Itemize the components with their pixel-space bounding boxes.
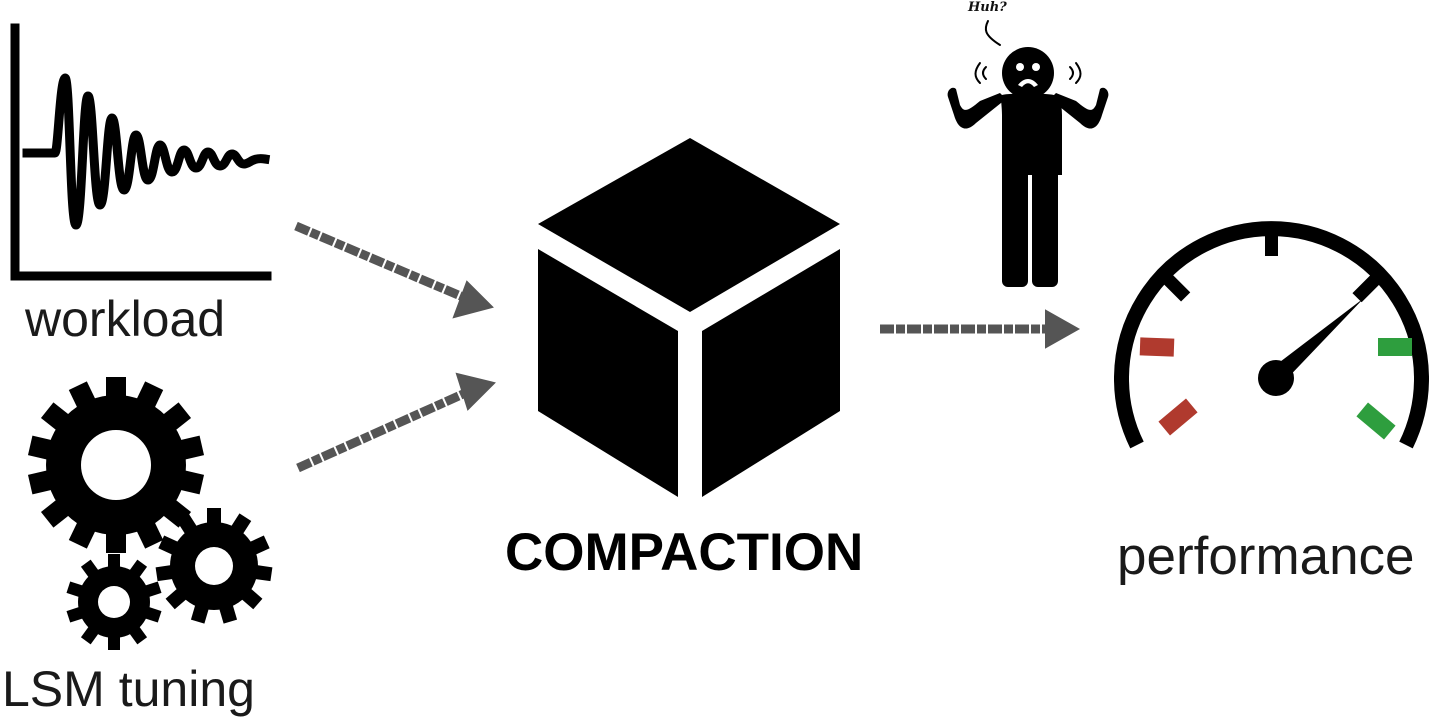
- small-gear-icon: [66, 554, 162, 650]
- speech-text: Huh?: [968, 0, 1007, 15]
- arrow-icon: [880, 309, 1081, 349]
- speedometer-icon: [1114, 221, 1429, 449]
- performance-label: performance: [1117, 527, 1415, 586]
- large-gear-icon: [27, 377, 205, 553]
- compaction-label: COMPACTION: [505, 523, 864, 582]
- tuning-label: LSM tuning: [2, 661, 255, 717]
- confused-person-icon: [947, 20, 1109, 287]
- workload-chart-icon: [10, 23, 272, 281]
- medium-gear-icon: [155, 508, 273, 624]
- arrow-icon: [296, 372, 496, 473]
- workload-label: workload: [25, 291, 226, 347]
- gears-icon: [27, 377, 273, 650]
- cube-icon: [538, 138, 840, 497]
- arrow-icon: [294, 221, 494, 319]
